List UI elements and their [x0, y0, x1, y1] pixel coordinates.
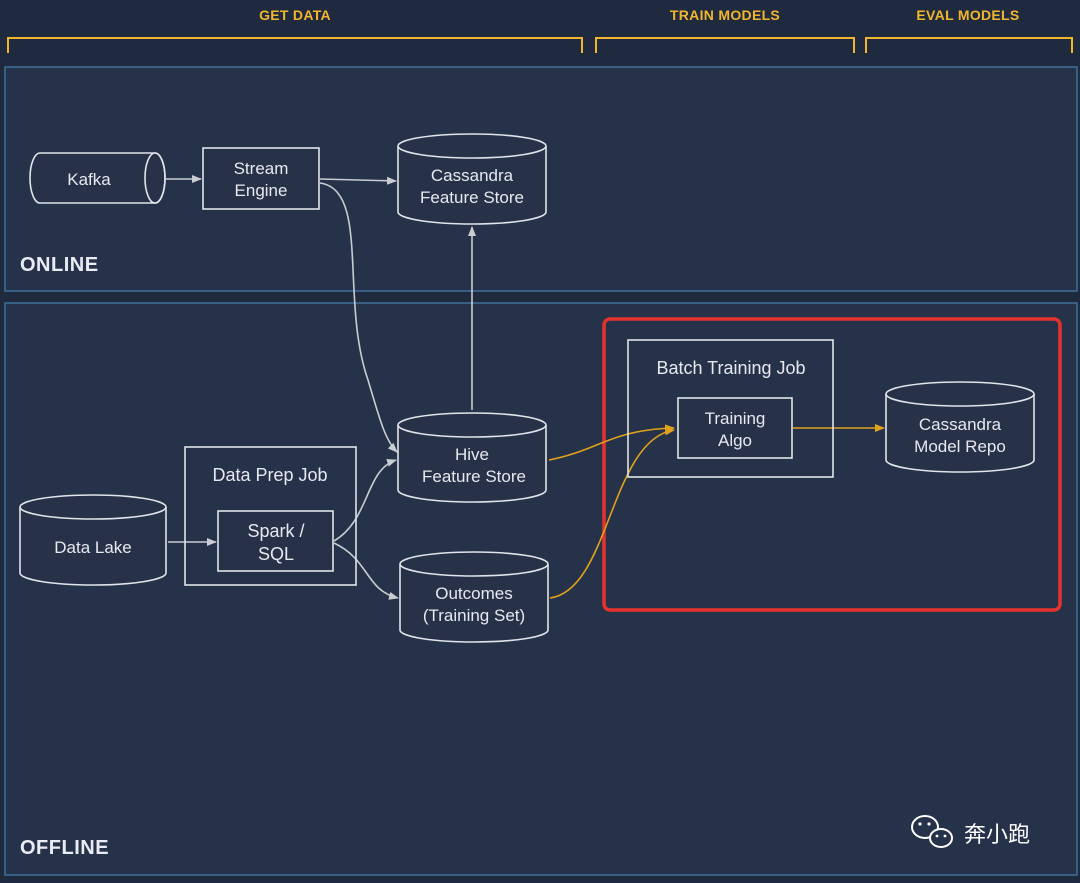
arrow-stream-to-cassandra [319, 176, 397, 185]
watermark: 奔小跑 [911, 815, 1030, 848]
watermark-text: 奔小跑 [964, 823, 1030, 848]
arrow-spark-to-outcomes [333, 542, 399, 600]
node-data-prep-job: Data Prep Job [184, 446, 357, 586]
batch-training-job-label: Batch Training Job [656, 358, 805, 378]
arrow-stream-to-hive [319, 182, 398, 453]
region-label-offline: OFFLINE [20, 837, 109, 859]
phase-bracket-get-data [7, 37, 583, 53]
hive-feature-store-label-line2: Feature Store [422, 467, 526, 486]
stream-engine-label-line2: Engine [235, 181, 288, 200]
node-outcomes: Outcomes (Training Set) [399, 551, 549, 643]
arrow-spark-to-hive [333, 458, 397, 542]
spark-sql-label-line1: Spark / [247, 521, 304, 541]
cassandra-feature-store-label-line2: Feature Store [420, 188, 524, 207]
phase-label-train-models: TRAIN MODELS [670, 7, 780, 23]
node-kafka: Kafka [29, 152, 166, 204]
node-stream-engine: Stream Engine [202, 147, 320, 210]
outcomes-label-line2: (Training Set) [423, 606, 525, 625]
node-batch-training-job: Batch Training Job [627, 339, 834, 478]
phase-train-models: TRAIN MODELS [595, 7, 855, 53]
arrow-outcomes-to-training [549, 427, 675, 599]
hive-feature-store-label-line1: Hive [455, 445, 489, 464]
arrow-hive-to-training [548, 424, 675, 461]
node-hive-feature-store: Hive Feature Store [397, 412, 547, 503]
training-algo-label-line2: Algo [718, 431, 752, 450]
phase-get-data: GET DATA [7, 7, 583, 53]
spark-sql-label-line2: SQL [258, 544, 294, 564]
phase-label-get-data: GET DATA [259, 7, 331, 23]
phase-eval-models: EVAL MODELS [865, 7, 1073, 53]
phase-bracket-eval-models [865, 37, 1073, 53]
data-lake-label: Data Lake [54, 538, 132, 557]
node-training-algo: Training Algo [677, 397, 793, 459]
phase-bracket-train-models [595, 37, 855, 53]
cassandra-model-repo-label-line1: Cassandra [919, 415, 1002, 434]
training-algo-label-line1: Training [705, 409, 766, 428]
outcomes-label-line1: Outcomes [435, 584, 512, 603]
cassandra-feature-store-label-line1: Cassandra [431, 166, 514, 185]
flow-connectors [166, 175, 476, 600]
highlight-box [602, 317, 1062, 612]
kafka-label: Kafka [67, 170, 111, 189]
node-spark-sql: Spark / SQL [217, 510, 334, 572]
phase-label-eval-models: EVAL MODELS [916, 7, 1019, 23]
data-prep-job-label: Data Prep Job [212, 465, 327, 485]
node-data-lake: Data Lake [19, 494, 167, 586]
training-flow-connectors [548, 424, 885, 599]
region-label-online: ONLINE [20, 254, 99, 276]
stream-engine-label-line1: Stream [234, 159, 289, 178]
wechat-icon [911, 815, 953, 848]
cassandra-model-repo-label-line2: Model Repo [914, 437, 1006, 456]
node-cassandra-feature-store: Cassandra Feature Store [397, 133, 547, 225]
node-cassandra-model-repo: Cassandra Model Repo [885, 381, 1035, 473]
